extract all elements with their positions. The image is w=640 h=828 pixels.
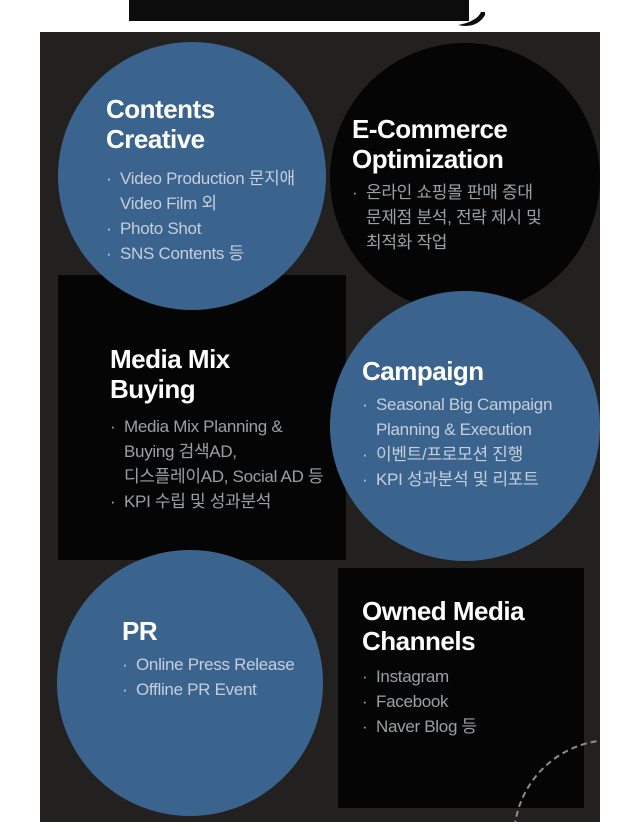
campaign-circle bbox=[330, 291, 600, 561]
service-item-text: KPI 수립 및 성과분석 bbox=[124, 492, 272, 511]
service-item: · Offline PR Event bbox=[122, 677, 294, 702]
card-pr: PR · Online Press Release · Offline PR Eve… bbox=[122, 616, 295, 702]
service-item-text: SNS Contents 등 bbox=[120, 244, 244, 263]
title-line: Campaign bbox=[362, 356, 484, 386]
clipped-title-band bbox=[129, 0, 469, 21]
title-line: Contents bbox=[106, 94, 215, 124]
title-line: PR bbox=[122, 616, 158, 646]
service-item-text: Offline PR Event bbox=[136, 680, 257, 699]
bullet: · bbox=[352, 183, 358, 202]
service-list: · Online Press Release · Offline PR Event bbox=[122, 652, 295, 702]
bullet: · bbox=[362, 667, 368, 686]
service-item: · Photo Shot bbox=[106, 216, 295, 241]
service-item-text: Naver Blog 등 bbox=[376, 717, 477, 736]
bullet: · bbox=[110, 492, 116, 511]
service-item-text: Online Press Release bbox=[136, 655, 295, 674]
bullet: · bbox=[362, 717, 368, 736]
contents-creative-circle bbox=[58, 42, 326, 310]
title-line: E-Commerce bbox=[352, 114, 508, 144]
card-title: PR bbox=[122, 616, 294, 646]
bullet: · bbox=[106, 244, 112, 263]
e-commerce-circle bbox=[330, 43, 600, 313]
bullet: · bbox=[362, 470, 368, 489]
service-item: · Online Press Release bbox=[122, 652, 295, 677]
bullet: · bbox=[122, 680, 128, 699]
title-line: Optimization bbox=[352, 144, 504, 174]
title-line: Owned Media bbox=[362, 596, 525, 626]
service-item: · Instagram bbox=[362, 664, 524, 689]
service-item: · Naver Blog 등 bbox=[362, 714, 524, 739]
service-item: · KPI 성과분석 및 리포트 bbox=[362, 467, 552, 492]
bullet: · bbox=[110, 417, 116, 436]
service-item-text: KPI 성과분석 및 리포트 bbox=[376, 470, 539, 489]
bullet: · bbox=[106, 169, 112, 188]
service-list: · Instagram · Facebook · Naver Blog 등 bbox=[362, 664, 524, 739]
bullet: · bbox=[362, 692, 368, 711]
title-line: Channels bbox=[362, 626, 476, 656]
service-item-text: Facebook bbox=[376, 692, 449, 711]
title-line: Media Mix bbox=[110, 344, 230, 374]
title-line: Buying bbox=[110, 374, 196, 404]
card-title: Campaign bbox=[362, 356, 552, 386]
media-mix-black-square bbox=[58, 275, 346, 560]
service-item: · SNS Contents 등 bbox=[106, 241, 295, 266]
title-line: Creative bbox=[106, 124, 205, 154]
clipped-title-descender bbox=[458, 12, 485, 26]
service-item: · Facebook bbox=[362, 689, 524, 714]
pr-circle bbox=[57, 550, 323, 816]
service-item: · 이벤트/프로모션 진행 bbox=[362, 442, 552, 467]
service-item-text: Photo Shot bbox=[120, 219, 202, 238]
bullet: · bbox=[362, 395, 368, 414]
service-item-text: Media Mix Planning &Buying 검색AD,디스플레이AD,… bbox=[124, 417, 324, 486]
bullet: · bbox=[122, 655, 128, 674]
service-item-text: 이벤트/프로모션 진행 bbox=[376, 445, 523, 464]
bullet: · bbox=[106, 219, 112, 238]
service-item-text: Instagram bbox=[376, 667, 449, 686]
service-item: · Media Mix Planning &Buying 검색AD,디스플레이AD… bbox=[110, 414, 324, 489]
service-list: · Media Mix Planning &Buying 검색AD,디스플레이AD… bbox=[110, 414, 324, 514]
bullet: · bbox=[362, 445, 368, 464]
service-item: · KPI 수립 및 성과분석 bbox=[110, 489, 323, 514]
